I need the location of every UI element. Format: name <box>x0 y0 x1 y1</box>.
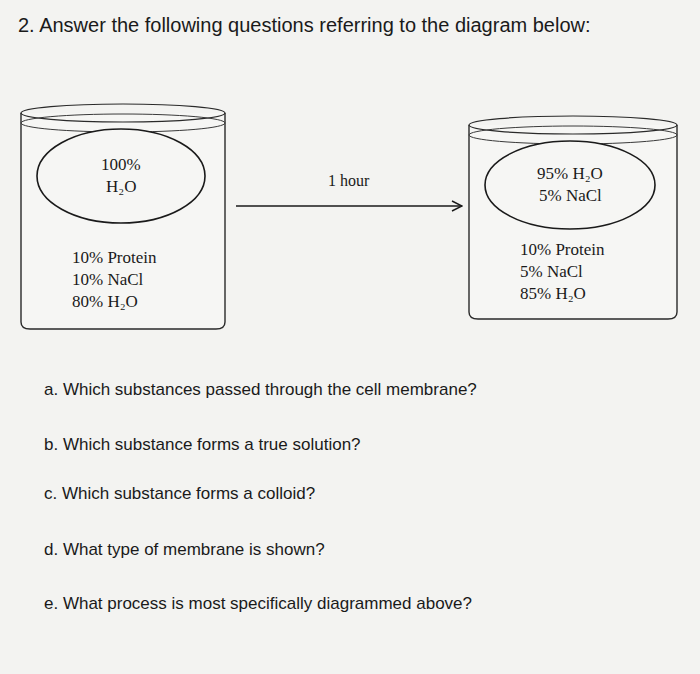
time-arrow <box>236 205 462 206</box>
bag-contents: 100% <box>101 155 141 175</box>
membrane-bag: 95% H₂O5% NaCl <box>484 140 656 230</box>
question-text: e. What process is most specifically dia… <box>44 594 472 614</box>
beaker: 10% Protein10% NaCl80% H₂O 100%H₂O <box>20 104 226 330</box>
beaker-contents: 10% Protein <box>72 248 157 268</box>
question-heading: 2. Answer the following questions referr… <box>18 14 591 37</box>
question-text: a. Which substances passed through the c… <box>44 380 477 400</box>
question-text: b. Which substance forms a true solution… <box>44 435 361 455</box>
membrane-bag: 100%H₂O <box>36 128 206 224</box>
question-text: c. Which substance forms a colloid? <box>44 484 315 504</box>
bag-contents: 95% H₂O <box>537 164 603 184</box>
question-text: d. What type of membrane is shown? <box>44 540 325 560</box>
beaker-contents: 5% NaCl <box>520 262 583 282</box>
beaker-contents: 10% NaCl <box>72 270 143 290</box>
membrane-bag <box>36 128 206 224</box>
beaker-contents: 80% H₂O <box>72 292 138 312</box>
beaker-contents: 85% H₂O <box>520 284 586 304</box>
arrow-label: 1 hour <box>325 172 372 190</box>
membrane-bag <box>484 140 656 230</box>
bag-contents: H₂O <box>106 177 136 197</box>
beaker-contents: 10% Protein <box>520 240 605 260</box>
bag-contents: 5% NaCl <box>539 186 602 206</box>
beaker: 10% Protein5% NaCl85% H₂O95% H₂O5% NaCl <box>468 116 678 320</box>
